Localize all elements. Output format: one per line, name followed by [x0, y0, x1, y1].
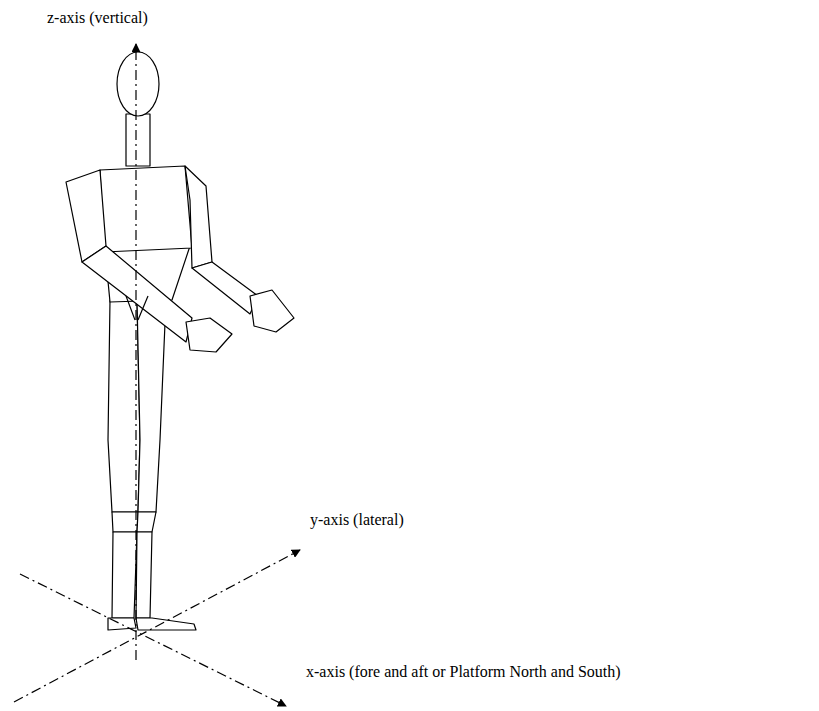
- right-forearm: [192, 262, 258, 314]
- left-thigh: [108, 300, 140, 512]
- right-shin: [136, 532, 152, 618]
- right-thigh: [137, 300, 166, 512]
- left-knee: [112, 512, 138, 532]
- head: [117, 52, 159, 116]
- right-hand: [250, 290, 294, 332]
- left-shin: [112, 532, 137, 618]
- axis-label: y-axis (lateral): [310, 510, 404, 529]
- left-forearm: [82, 246, 192, 342]
- z-axis-line: [135, 44, 136, 660]
- right-knee: [137, 512, 156, 532]
- groin-line: [126, 296, 135, 320]
- axis-label: x-axis (fore and aft or Platform North a…: [306, 662, 621, 681]
- torso: [100, 166, 192, 252]
- y-axis-line: [14, 550, 300, 702]
- x-axis-line: [20, 574, 286, 706]
- left-hand: [186, 318, 232, 352]
- left-upper-arm: [66, 170, 106, 262]
- groin-line: [138, 296, 148, 320]
- right-foot: [136, 618, 196, 630]
- right-upper-arm: [185, 166, 212, 268]
- axis-label: z-axis (vertical): [47, 8, 148, 27]
- neck: [126, 114, 150, 166]
